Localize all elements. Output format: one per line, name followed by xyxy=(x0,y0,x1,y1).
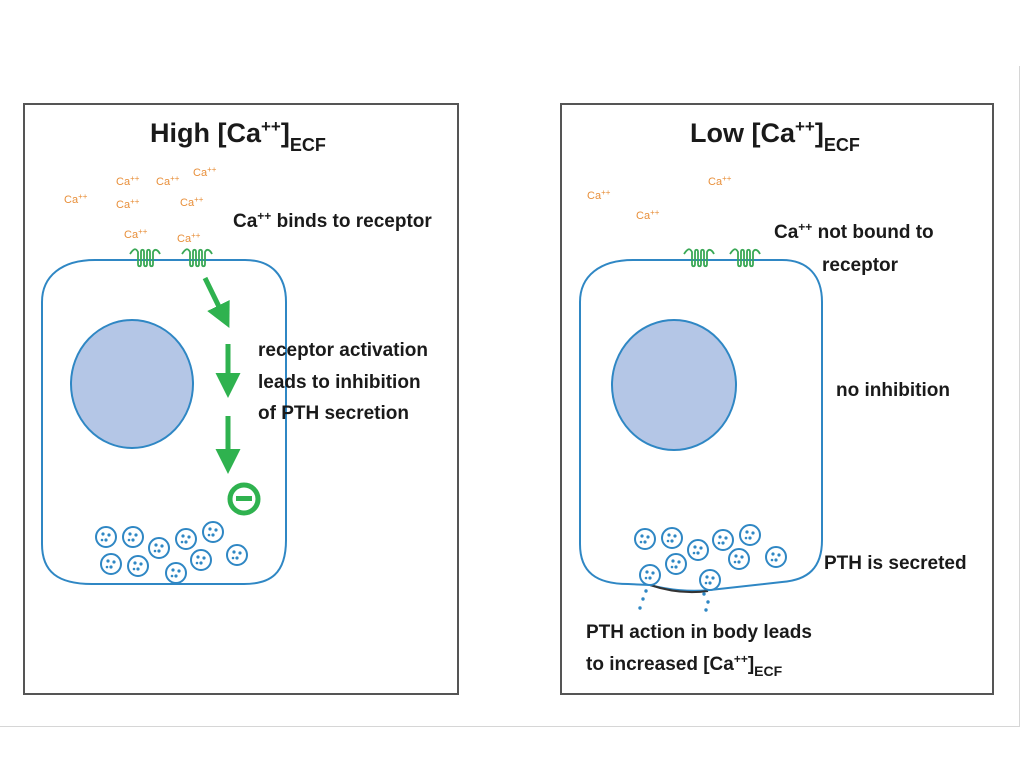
label-no-inhibition: no inhibition xyxy=(836,380,950,401)
left-calcium-ions: Ca++ Ca++ Ca++ Ca++ Ca++ Ca++ Ca++ Ca++ xyxy=(64,165,217,245)
left-signal-arrows xyxy=(202,276,241,474)
receptor-icon xyxy=(729,248,761,268)
vesicle-icon xyxy=(665,553,687,575)
calcium-ion: Ca++ xyxy=(587,188,611,202)
right-panel-title: Low [Ca++]ECF xyxy=(690,117,860,155)
calcium-ion: Ca++ xyxy=(636,208,660,222)
vesicle-icon xyxy=(634,528,656,550)
vesicle-icon xyxy=(95,526,117,548)
vesicle-icon xyxy=(100,553,122,575)
left-receptor-1 xyxy=(129,248,161,268)
vesicle-icon xyxy=(190,549,212,571)
label-binds-to-receptor: Ca++ binds to receptor xyxy=(233,209,432,232)
calcium-ion: Ca++ xyxy=(116,174,140,188)
left-vesicles xyxy=(95,521,248,584)
calcium-ion: Ca++ xyxy=(64,192,88,206)
vesicle-icon xyxy=(148,537,170,559)
label-pth-secreted: PTH is secreted xyxy=(824,553,967,574)
vesicle-icon xyxy=(639,564,661,586)
right-receptor-2 xyxy=(729,248,761,268)
right-panel-frame xyxy=(560,103,994,695)
calcium-ion: Ca++ xyxy=(156,174,180,188)
label-pth-action: PTH action in body leads to increased [C… xyxy=(586,622,817,679)
vesicle-icon xyxy=(728,548,750,570)
label-receptor-activation: receptor activation leads to inhibition … xyxy=(258,340,433,424)
vesicle-icon xyxy=(687,539,709,561)
vesicle-icon xyxy=(165,562,187,584)
left-panel: High [Ca++]ECF Ca++ Ca++ Ca++ Ca++ Ca++ … xyxy=(23,103,459,695)
left-panel-title: High [Ca++]ECF xyxy=(150,117,326,155)
left-panel-frame xyxy=(23,103,459,695)
calcium-ion: Ca++ xyxy=(180,195,204,209)
right-receptor-1 xyxy=(683,248,715,268)
vesicle-icon xyxy=(226,544,248,566)
calcium-ion: Ca++ xyxy=(193,165,217,179)
calcium-ion: Ca++ xyxy=(124,227,148,241)
label-not-bound: Ca++ not bound to receptor xyxy=(774,220,939,276)
right-cell-membrane xyxy=(579,259,823,592)
right-vesicles xyxy=(634,524,787,591)
secretion-opening xyxy=(649,584,709,594)
left-cell-membrane xyxy=(41,259,287,585)
vesicle-icon xyxy=(122,526,144,548)
left-nucleus xyxy=(70,319,194,449)
calcium-ion: Ca++ xyxy=(708,174,732,188)
right-calcium-ions: Ca++ Ca++ Ca++ xyxy=(587,174,732,222)
bottom-edge-line xyxy=(0,726,1020,727)
calcium-ion: Ca++ xyxy=(116,197,140,211)
right-nucleus xyxy=(611,319,737,451)
receptor-icon xyxy=(181,248,213,268)
vesicle-icon xyxy=(661,527,683,549)
calcium-ion: Ca++ xyxy=(177,231,201,245)
vesicle-icon xyxy=(175,528,197,550)
signal-arrow xyxy=(202,276,230,328)
secreted-pth-dots xyxy=(638,589,710,612)
right-edge-line xyxy=(1019,66,1020,726)
vesicle-icon xyxy=(712,529,734,551)
right-panel: Low [Ca++]ECF Ca++ Ca++ Ca++ Ca++ not bo… xyxy=(560,103,994,695)
left-receptor-2 xyxy=(181,248,213,268)
vesicle-icon xyxy=(765,546,787,568)
receptor-icon xyxy=(683,248,715,268)
receptor-icon xyxy=(129,248,161,268)
vesicle-icon xyxy=(699,569,721,591)
vesicle-icon xyxy=(739,524,761,546)
minus-circle-icon xyxy=(227,482,261,516)
vesicle-icon xyxy=(202,521,224,543)
vesicle-icon xyxy=(127,555,149,577)
